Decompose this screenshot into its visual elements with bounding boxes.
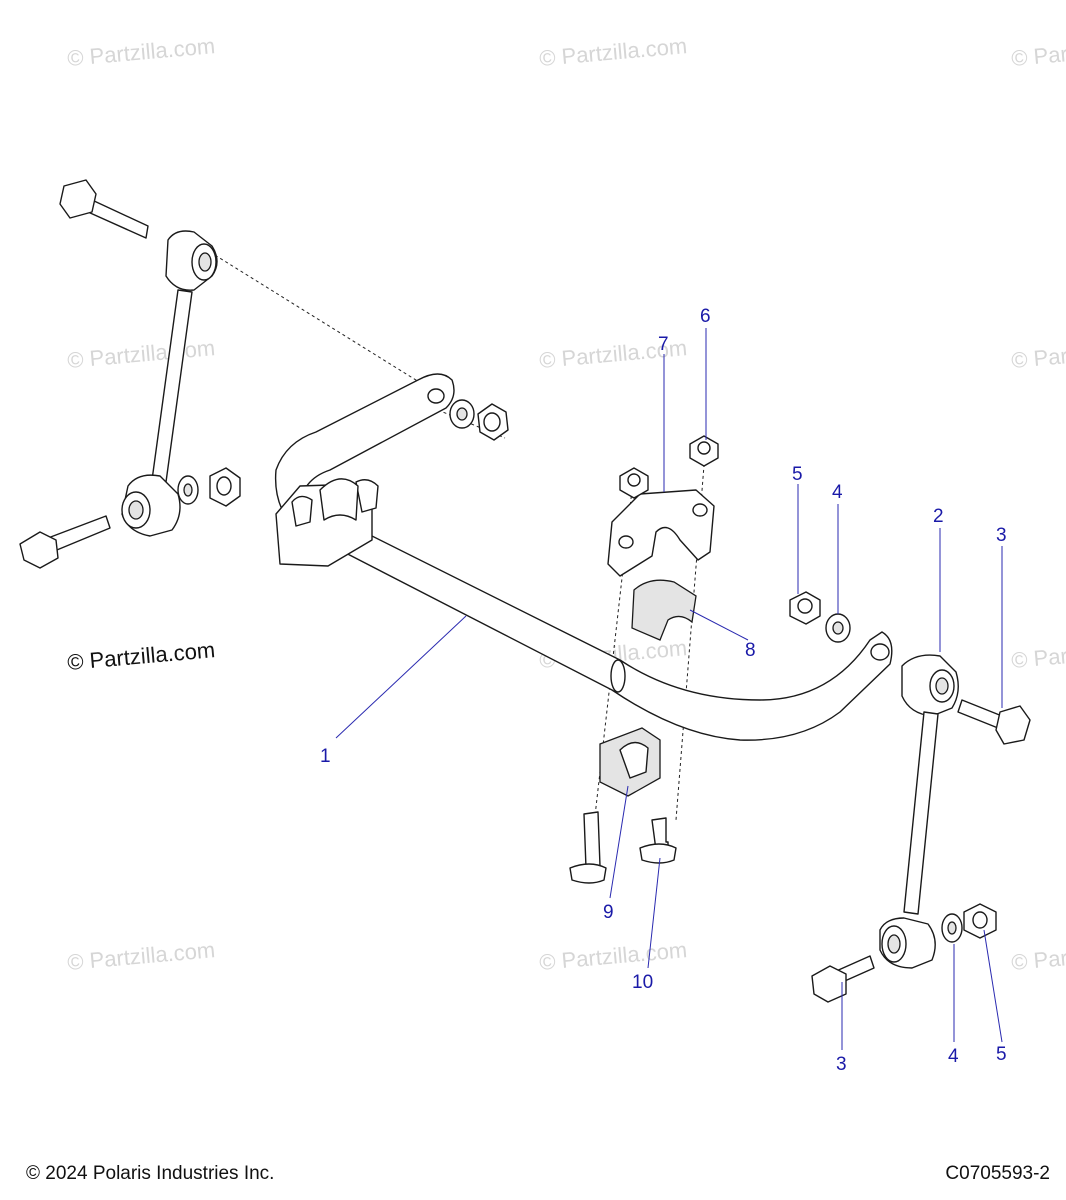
upper-bushing: [631, 579, 697, 641]
watermark: © Partzilla.com: [66, 937, 216, 975]
callout-9: 9: [603, 902, 614, 923]
watermark: © Partzilla.com: [538, 937, 688, 975]
copyright-notice: © 2024 Polaris Industries Inc.: [26, 1163, 275, 1184]
right-upper-fasteners: [789, 591, 851, 643]
left-stabilizer-link: [19, 179, 241, 569]
left-clamp-assembly: [275, 478, 379, 567]
callout-4-lower: 4: [948, 1046, 959, 1067]
callout-6: 6: [700, 306, 711, 327]
callout-10: 10: [632, 972, 653, 993]
watermark: © Partzilla.com: [538, 33, 688, 71]
leader-lines: [335, 328, 1003, 1050]
diagram-code: C0705593-2: [945, 1163, 1050, 1184]
callout-3-upper: 3: [996, 525, 1007, 546]
watermark-main: © Partzilla.com: [66, 637, 216, 675]
watermark: © Partzilla.com: [1010, 33, 1066, 71]
callout-7: 7: [658, 334, 669, 355]
stabilizer-bar: [274, 373, 893, 741]
callout-5-upper: 5: [792, 464, 803, 485]
watermark: © Partzilla.com: [1010, 635, 1066, 673]
callout-5-lower: 5: [996, 1044, 1007, 1065]
carriage-bolts: [569, 811, 677, 884]
watermark: © Partzilla.com: [66, 335, 216, 373]
lower-bushing: [599, 727, 661, 797]
callout-8: 8: [745, 640, 756, 661]
callout-4-upper: 4: [832, 482, 843, 503]
right-stabilizer-link: [811, 654, 1031, 1003]
callout-1: 1: [320, 746, 331, 767]
watermark: © Partzilla.com: [66, 33, 216, 71]
bar-end-fasteners-left: [449, 399, 509, 441]
callout-2: 2: [933, 506, 944, 527]
callout-3-lower: 3: [836, 1054, 847, 1075]
upper-clamp: [607, 435, 719, 577]
callout-numbers: 1 2 3 3 4 4 5 5 6 7 8 9 10: [320, 306, 1007, 1075]
watermark: © Partzilla.com: [1010, 937, 1066, 975]
watermark: © Partzilla.com: [1010, 335, 1066, 373]
